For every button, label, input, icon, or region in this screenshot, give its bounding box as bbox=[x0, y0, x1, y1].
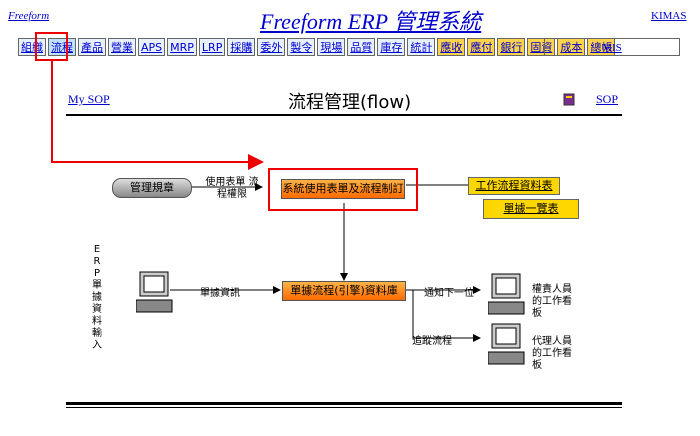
sop-link[interactable]: SOP bbox=[596, 92, 619, 106]
book-icon bbox=[563, 93, 575, 106]
page-heading: 流程管理(flow) bbox=[288, 92, 412, 113]
form-permission-label: 使用表單 流程權限 bbox=[205, 177, 259, 200]
tab-payable[interactable]: 應付 bbox=[467, 38, 496, 56]
tab-purchase[interactable]: 採購 bbox=[227, 38, 256, 56]
tab-lrp[interactable]: LRP bbox=[198, 38, 226, 56]
tab-stats[interactable]: 統計 bbox=[407, 38, 436, 56]
tab-fixed-assets[interactable]: 固資 bbox=[527, 38, 556, 56]
mgmt-rules-node: 管理規章 bbox=[112, 178, 192, 198]
user-link[interactable]: KIMAS bbox=[651, 10, 687, 22]
my-sop-link[interactable]: My SOP bbox=[68, 92, 110, 106]
sys-form-process-node: 系統使用表單及流程制訂 bbox=[281, 179, 405, 199]
tab-inventory[interactable]: 庫存 bbox=[377, 38, 406, 56]
computer-icon bbox=[488, 273, 525, 315]
fallback-label: 追蹤流程 bbox=[412, 336, 452, 347]
bottom-divider bbox=[66, 402, 622, 405]
tab-product[interactable]: 產品 bbox=[78, 38, 106, 56]
process-db-node: 單據流程(引擎)資料庫 bbox=[282, 281, 406, 301]
tab-org[interactable]: 組織 bbox=[18, 38, 46, 56]
form-list-doc[interactable]: 單據一覽表 bbox=[483, 199, 579, 219]
tab-aps[interactable]: APS bbox=[138, 38, 166, 56]
tab-outsource[interactable]: 委外 bbox=[257, 38, 286, 56]
tab-shopfloor[interactable]: 現場 bbox=[317, 38, 346, 56]
computer-icon bbox=[136, 271, 173, 313]
process-data-sheet-doc[interactable]: 工作流程資料表 bbox=[468, 177, 560, 195]
tab-receivable[interactable]: 應收 bbox=[437, 38, 466, 56]
tab-bank[interactable]: 銀行 bbox=[497, 38, 526, 56]
tab-quality[interactable]: 品質 bbox=[347, 38, 376, 56]
tab-sales[interactable]: 營業 bbox=[108, 38, 136, 56]
app-title[interactable]: Freeform ERP 管理系統 bbox=[260, 9, 482, 34]
tab-mrp[interactable]: MRP bbox=[167, 38, 197, 56]
process-highlight bbox=[268, 168, 418, 211]
top-divider bbox=[66, 114, 622, 116]
module-nav: 組織 流程 產品 營業 APS MRP LRP 採購 委外 製令 現場 品質 庫… bbox=[18, 38, 616, 56]
bottom-divider-thin bbox=[66, 407, 622, 408]
form-info-label: 單據資訊 bbox=[200, 288, 240, 299]
owner-board-label: 權責人員的工作看板 bbox=[532, 284, 572, 319]
notify-next-label: 通知下一位 bbox=[424, 288, 474, 299]
tab-work-order[interactable]: 製令 bbox=[287, 38, 316, 56]
computer-icon bbox=[488, 323, 525, 365]
tab-mis[interactable]: MIS bbox=[544, 38, 680, 56]
erp-input-label: ERP單據資料輸入 bbox=[92, 244, 102, 351]
agent-board-label: 代理人員的工作看板 bbox=[532, 336, 572, 371]
brand-link[interactable]: Freeform bbox=[8, 10, 50, 22]
selected-tab-highlight bbox=[35, 32, 68, 61]
